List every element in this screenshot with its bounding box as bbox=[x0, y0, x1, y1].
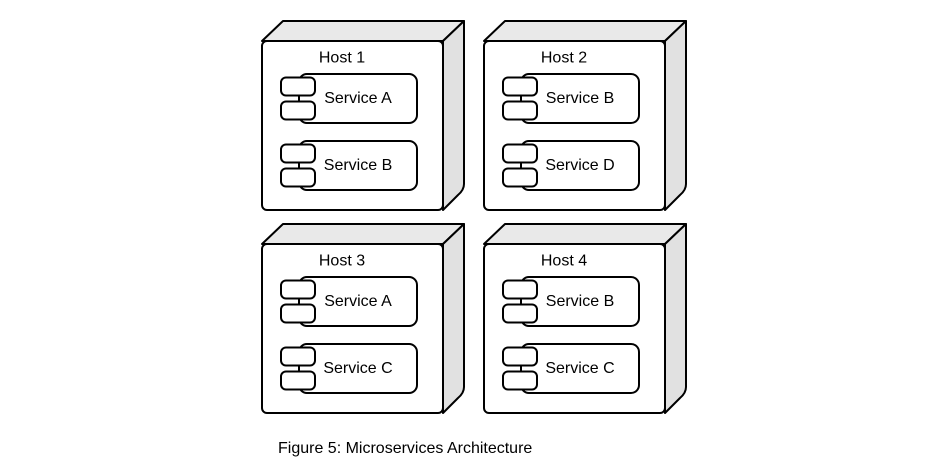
component-icon-tab bbox=[502, 143, 538, 164]
component-label: Service C bbox=[545, 360, 614, 377]
component-label: Service B bbox=[546, 90, 614, 107]
component-box bbox=[298, 343, 418, 394]
component-icon-tab bbox=[280, 303, 316, 324]
host-node: Host 4 Service B Service C bbox=[483, 223, 687, 414]
component-icon-tab bbox=[502, 279, 538, 300]
host-label: Host 2 bbox=[541, 50, 587, 67]
component-icon-tab bbox=[280, 143, 316, 164]
host-label: Host 3 bbox=[319, 253, 365, 270]
component-icon-tab bbox=[502, 346, 538, 367]
component-icon bbox=[280, 346, 316, 391]
component-box bbox=[520, 73, 640, 124]
component-icon-tab bbox=[502, 167, 538, 188]
component: Service A bbox=[280, 73, 418, 124]
component-icon-tab bbox=[502, 100, 538, 121]
host-side-face bbox=[442, 223, 465, 414]
component-icon bbox=[280, 76, 316, 121]
host-side-face bbox=[442, 20, 465, 211]
host-label: Host 4 bbox=[541, 253, 587, 270]
component: Service C bbox=[280, 343, 418, 394]
host-label: Host 1 bbox=[319, 50, 365, 67]
component-box bbox=[520, 276, 640, 327]
hosts-layer: Host 1 Service A Service B Host 2 Service B S… bbox=[261, 20, 687, 414]
component-icon-tab bbox=[280, 346, 316, 367]
component-icon-tab bbox=[280, 167, 316, 188]
component: Service A bbox=[280, 276, 418, 327]
host-top-face bbox=[483, 223, 687, 245]
host-top-face bbox=[483, 20, 687, 42]
host-top-face bbox=[261, 223, 465, 245]
component-box bbox=[298, 140, 418, 191]
component-icon-tab bbox=[502, 303, 538, 324]
host-node: Host 2 Service B Service D bbox=[483, 20, 687, 211]
component: Service B bbox=[502, 73, 640, 124]
component-icon bbox=[280, 143, 316, 188]
component-box bbox=[520, 140, 640, 191]
component-label: Service C bbox=[323, 360, 392, 377]
component: Service C bbox=[502, 343, 640, 394]
component: Service D bbox=[502, 140, 640, 191]
component-icon-tab bbox=[502, 76, 538, 97]
host-side-face bbox=[664, 20, 687, 211]
component-icon-tab bbox=[280, 370, 316, 391]
host-top-face bbox=[261, 20, 465, 42]
host-node: Host 3 Service A Service C bbox=[261, 223, 465, 414]
component: Service B bbox=[280, 140, 418, 191]
component-label: Service B bbox=[324, 157, 392, 174]
component-label: Service B bbox=[546, 293, 614, 310]
component-box bbox=[298, 73, 418, 124]
component: Service B bbox=[502, 276, 640, 327]
host-node: Host 1 Service A Service B bbox=[261, 20, 465, 211]
figure-caption: Figure 5: Microservices Architecture bbox=[278, 440, 533, 457]
component-box bbox=[298, 276, 418, 327]
component-label: Service A bbox=[324, 293, 392, 310]
component-icon bbox=[502, 279, 538, 324]
component-icon-tab bbox=[280, 76, 316, 97]
component-icon-tab bbox=[502, 370, 538, 391]
component-icon bbox=[280, 279, 316, 324]
component-icon-tab bbox=[280, 279, 316, 300]
component-icon bbox=[502, 76, 538, 121]
host-side-face bbox=[664, 223, 687, 414]
component-box bbox=[520, 343, 640, 394]
component-label: Service D bbox=[545, 157, 614, 174]
component-icon bbox=[502, 143, 538, 188]
component-icon bbox=[502, 346, 538, 391]
component-label: Service A bbox=[324, 90, 392, 107]
component-icon-tab bbox=[280, 100, 316, 121]
